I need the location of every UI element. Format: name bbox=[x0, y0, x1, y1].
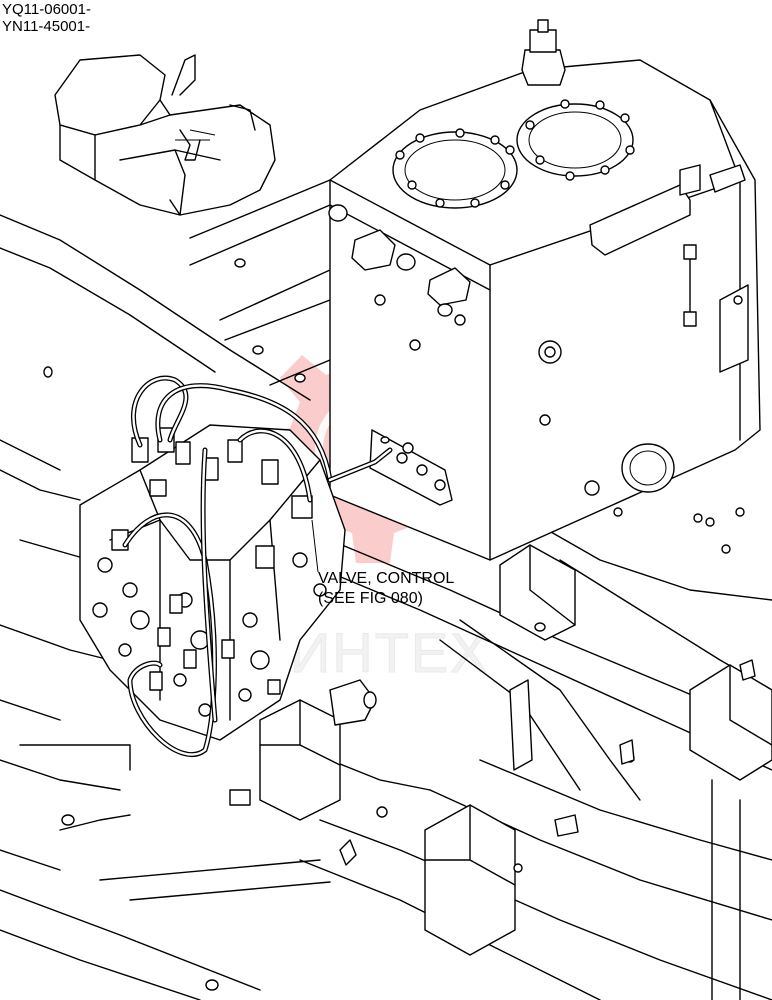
operator-seat bbox=[54, 54, 276, 216]
serial-number-range-2: YN11-45001- bbox=[2, 18, 91, 35]
hydraulic-tank bbox=[328, 19, 761, 561]
callout-figure-reference[interactable]: (SEE FIG 080) bbox=[318, 590, 423, 607]
watermark-text: ИНТЕХ bbox=[290, 621, 490, 684]
upper-frame bbox=[0, 179, 331, 1000]
callout-leader bbox=[311, 519, 319, 573]
serial-number-range-1: YQ11-06001- bbox=[2, 1, 91, 18]
control-valve bbox=[79, 424, 346, 741]
frame-brackets bbox=[43, 258, 772, 991]
pilot-hoses bbox=[122, 375, 393, 758]
callout-part-name[interactable]: VALVE, CONTROL bbox=[318, 570, 455, 587]
